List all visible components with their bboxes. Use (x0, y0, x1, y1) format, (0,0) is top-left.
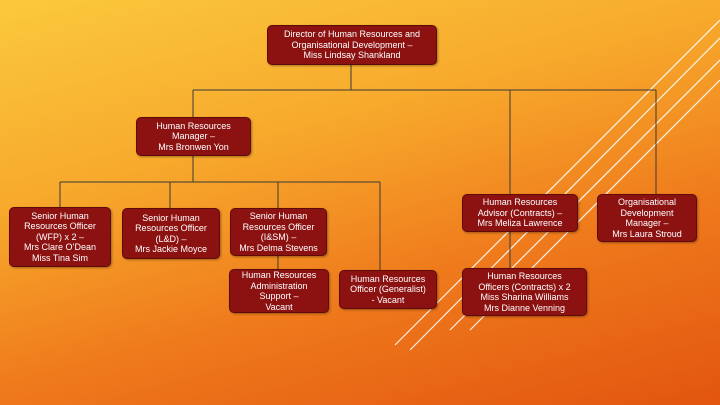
node-hr-manager: Human Resources Manager – Mrs Bronwen Yo… (136, 117, 251, 156)
node-advisor-contracts: Human Resources Advisor (Contracts) – Mr… (462, 194, 578, 232)
node-senior-wfp: Senior Human Resources Officer (WFP) x 2… (9, 207, 111, 267)
node-admin-support: Human Resources Administration Support –… (229, 269, 329, 313)
decor-line-1 (394, 19, 720, 346)
node-senior-ld: Senior Human Resources Officer (L&D) – M… (122, 208, 220, 259)
node-officers-contracts: Human Resources Officers (Contracts) x 2… (462, 268, 587, 316)
node-director: Director of Human Resources and Organisa… (267, 25, 437, 65)
org-connectors (59, 64, 657, 270)
node-od-manager: Organisational Development Manager – Mrs… (597, 194, 697, 242)
node-senior-ism: Senior Human Resources Officer (I&SM) – … (230, 208, 327, 256)
node-officer-generalist: Human Resources Officer (Generalist) - V… (339, 270, 437, 309)
